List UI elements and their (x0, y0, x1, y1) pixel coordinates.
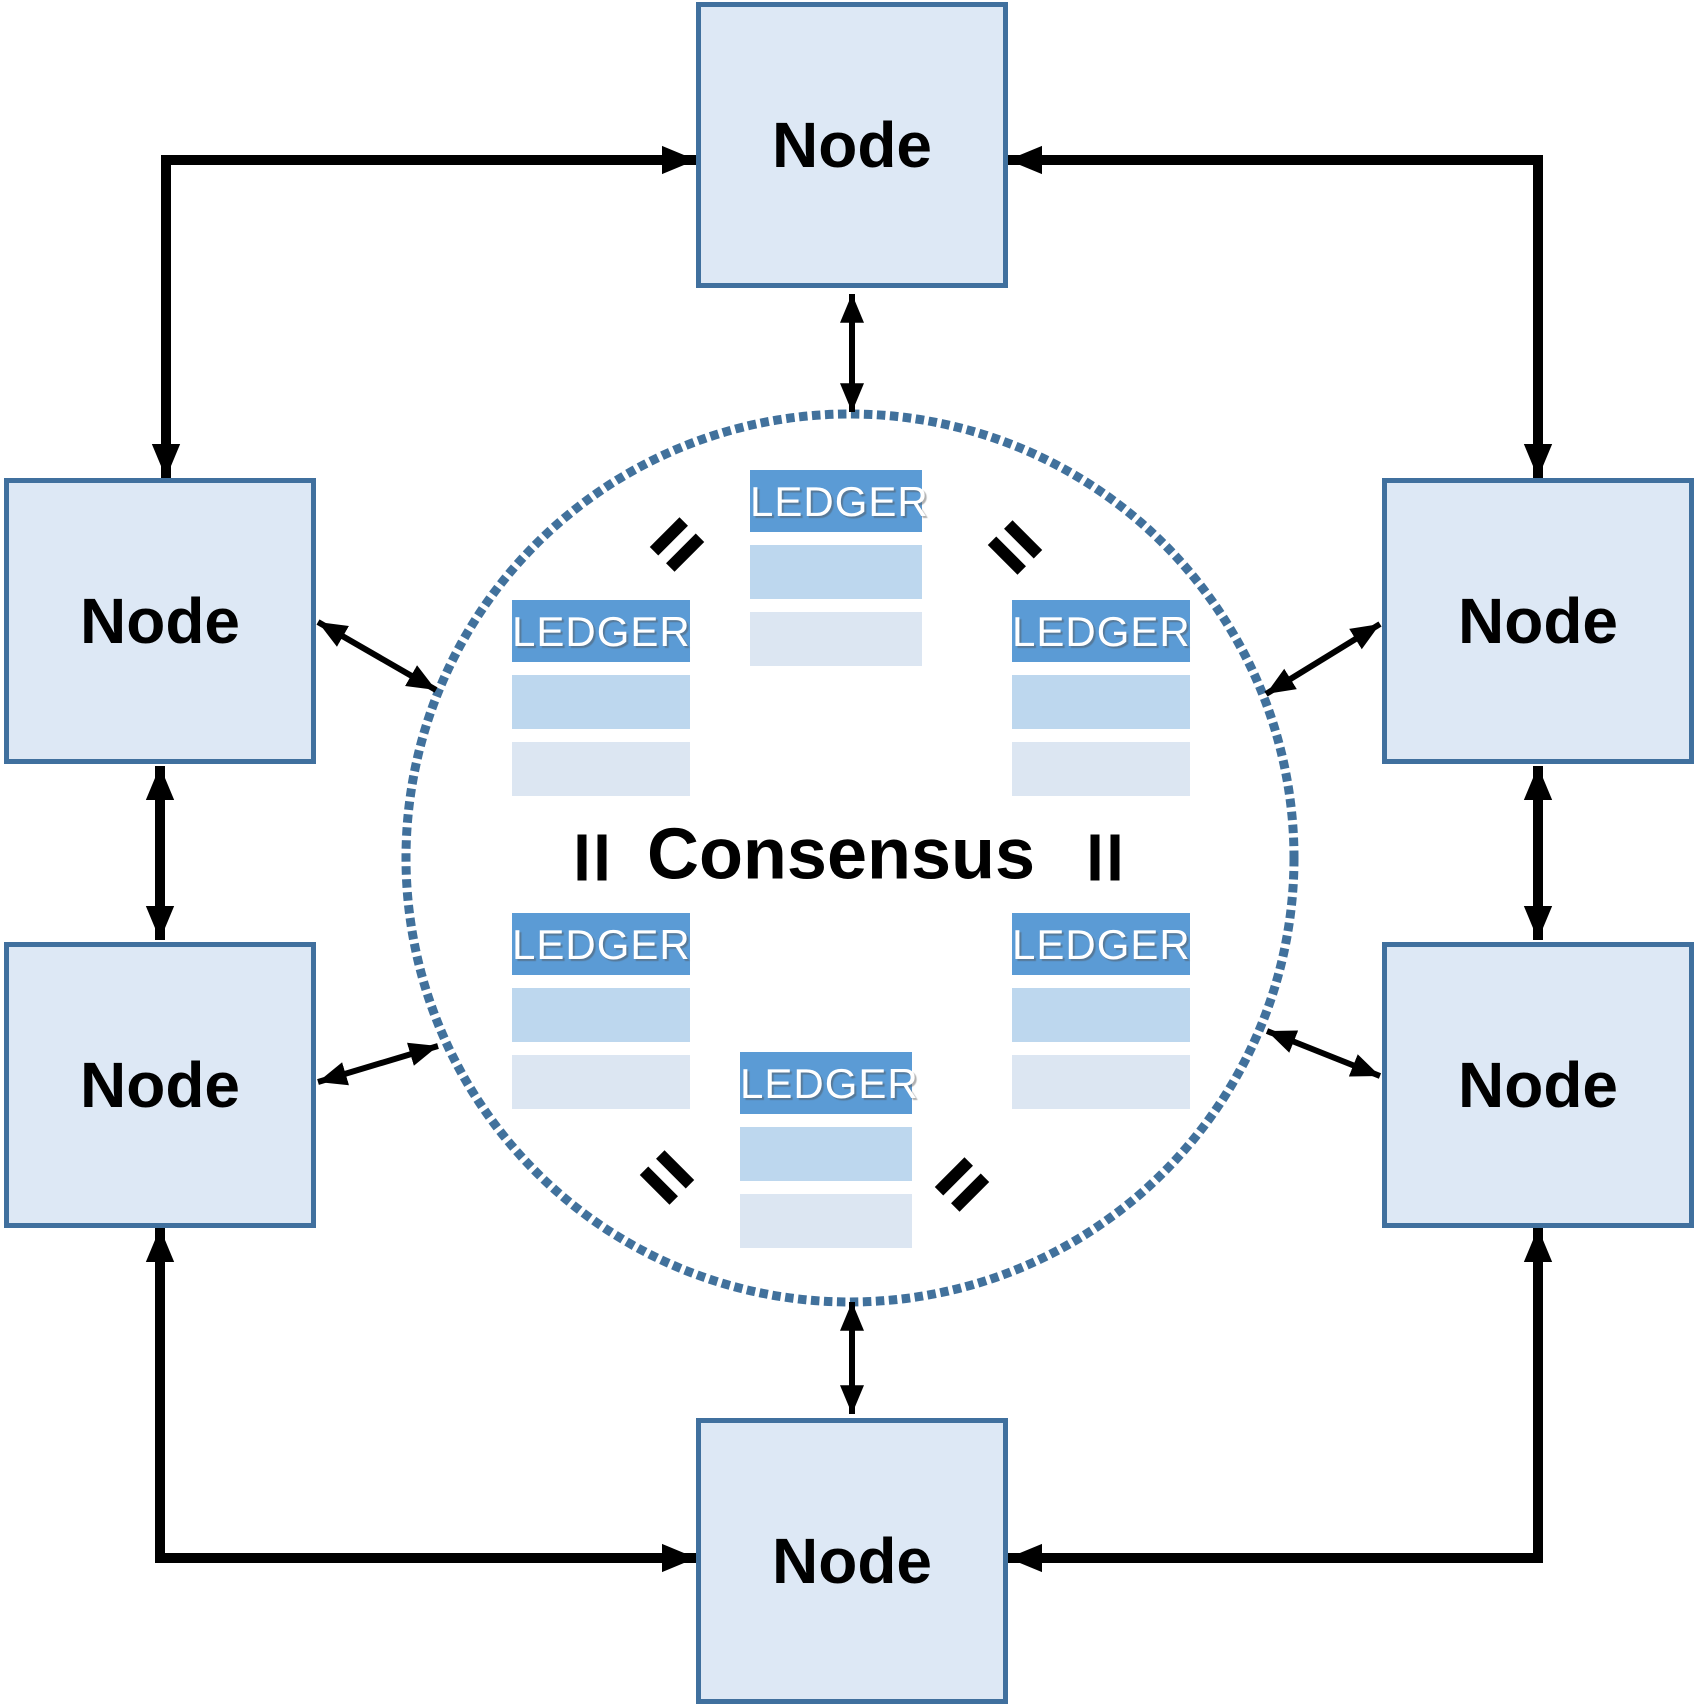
connector-bottom-node-to-lower-left-node (145, 1228, 696, 1573)
ledger-header: LEDGER (740, 1052, 918, 1114)
ledger-header: LEDGER (1012, 600, 1190, 662)
equals-bar (577, 834, 587, 881)
ledger-stack-top-center: LEDGER (750, 470, 928, 666)
node-label: Node (1458, 585, 1618, 657)
ledger-row (1012, 988, 1190, 1042)
node-label: Node (80, 585, 240, 657)
node-box-lower-right: Node (1382, 942, 1694, 1228)
consensus-title: Consensus (646, 814, 1036, 895)
node-box-bottom: Node (696, 1418, 1008, 1704)
ledger-row (512, 1055, 690, 1109)
node-box-upper-right: Node (1382, 478, 1694, 764)
ledger-row (512, 675, 690, 729)
ledger-row (1012, 742, 1190, 796)
arrow-upper-right-node-to-circle (1264, 621, 1382, 697)
node-box-top: Node (696, 2, 1008, 288)
ledger-row (512, 742, 690, 796)
arrow-lower-left-node-to-circle (317, 1042, 439, 1086)
arrow-upper-left-node-to-circle (316, 619, 438, 693)
ledger-row (740, 1127, 912, 1181)
connector-top-node-to-upper-right-node (1008, 145, 1553, 478)
equals-mark-mid-left (577, 834, 607, 881)
ledger-header: LEDGER (512, 600, 690, 662)
ledger-row (750, 545, 922, 599)
ledger-stack-upper-right: LEDGER (1012, 600, 1190, 796)
ledger-stack-lower-right: LEDGER (1012, 913, 1190, 1109)
ledger-row (512, 988, 690, 1042)
ledger-row (740, 1194, 912, 1248)
ledger-row (750, 612, 922, 666)
ledger-header: LEDGER (750, 470, 928, 532)
equals-mark-mid-right (1090, 834, 1120, 881)
ledger-row (1012, 1055, 1190, 1109)
ledger-stack-lower-left: LEDGER (512, 913, 690, 1109)
node-label: Node (772, 109, 932, 181)
node-label: Node (772, 1525, 932, 1597)
ledger-header: LEDGER (512, 913, 690, 975)
equals-bar (1090, 834, 1100, 881)
connector-top-node-to-upper-left-node (151, 145, 696, 478)
connector-bottom-node-to-lower-right-node (1008, 1228, 1553, 1573)
ledger-row (1012, 675, 1190, 729)
arrow-lower-right-node-to-circle (1265, 1028, 1382, 1079)
equals-bar (1110, 834, 1120, 881)
equals-bar (597, 834, 607, 881)
node-box-upper-left: Node (4, 478, 316, 764)
node-label: Node (80, 1049, 240, 1121)
node-label: Node (1458, 1049, 1618, 1121)
ledger-stack-upper-left: LEDGER (512, 600, 690, 796)
ledger-header: LEDGER (1012, 913, 1190, 975)
ledger-stack-bottom-center: LEDGER (740, 1052, 918, 1248)
node-box-lower-left: Node (4, 942, 316, 1228)
